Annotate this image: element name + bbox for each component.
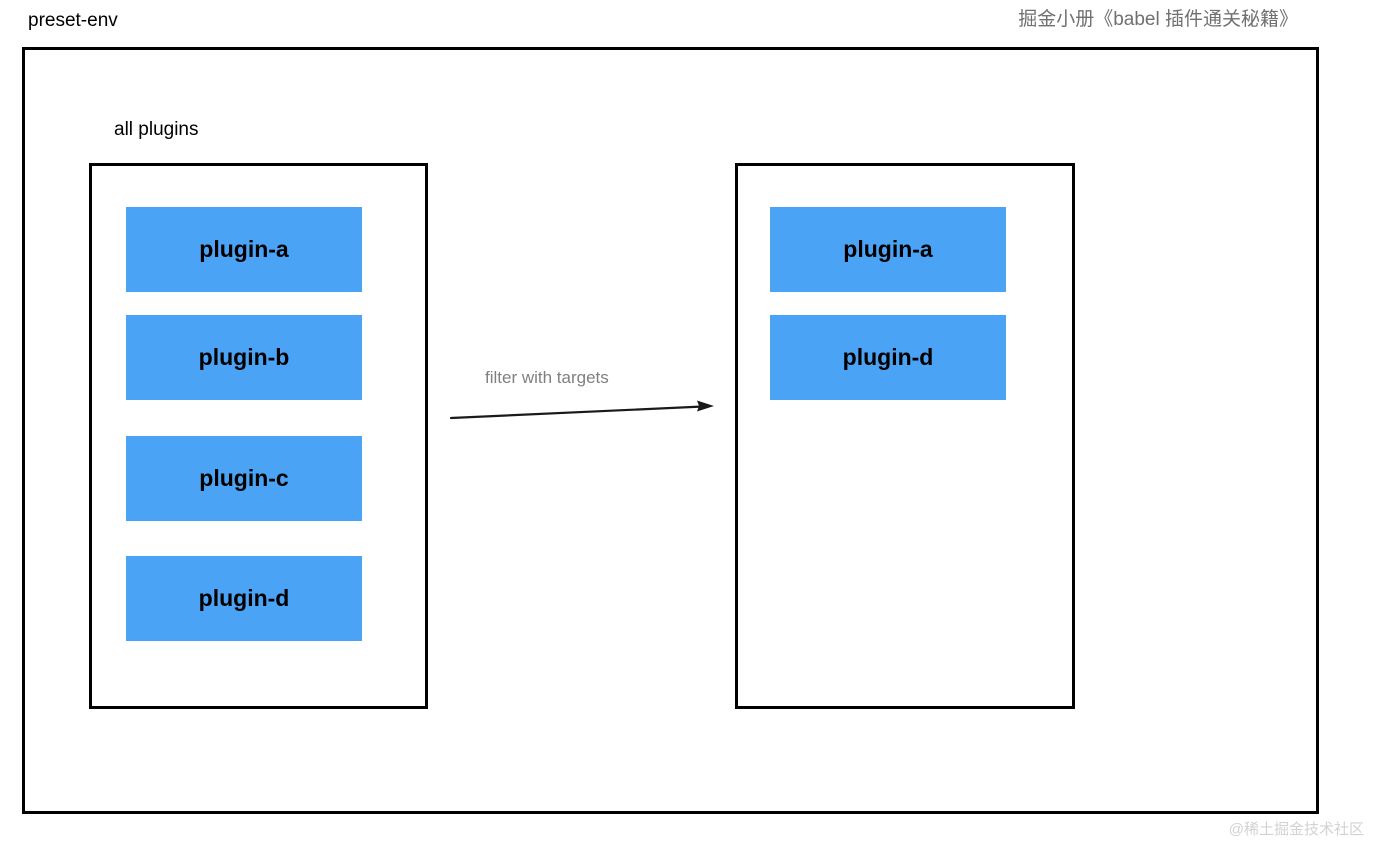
- plugin-box-label: plugin-d: [842, 344, 934, 370]
- plugin-box-label: plugin-a: [199, 236, 289, 262]
- plugin-box: plugin-c: [126, 436, 362, 521]
- arrow-label-filter-with-targets: filter with targets: [485, 368, 609, 387]
- plugin-box-label: plugin-d: [198, 585, 290, 611]
- panel-filtered-plugins: plugin-a plugin-d: [735, 163, 1075, 709]
- plugin-box-label: plugin-c: [199, 465, 289, 491]
- footer-watermark: @稀土掘金技术社区: [1228, 821, 1364, 838]
- plugin-box: plugin-a: [126, 207, 362, 292]
- panel-all-plugins: plugin-a plugin-b plugin-c plugin-d: [89, 163, 428, 709]
- plugin-box: plugin-d: [770, 315, 1006, 400]
- header-watermark: 掘金小册《babel 插件通关秘籍》: [1018, 9, 1298, 30]
- plugin-box-label: plugin-a: [843, 236, 933, 262]
- plugin-box: plugin-d: [126, 556, 362, 641]
- flow-arrow-icon: [449, 400, 714, 420]
- plugin-box-label: plugin-b: [198, 344, 290, 370]
- plugin-box: plugin-b: [126, 315, 362, 400]
- page-title: preset-env: [28, 10, 118, 31]
- plugin-box: plugin-a: [770, 207, 1006, 292]
- section-label-all-plugins: all plugins: [114, 119, 199, 140]
